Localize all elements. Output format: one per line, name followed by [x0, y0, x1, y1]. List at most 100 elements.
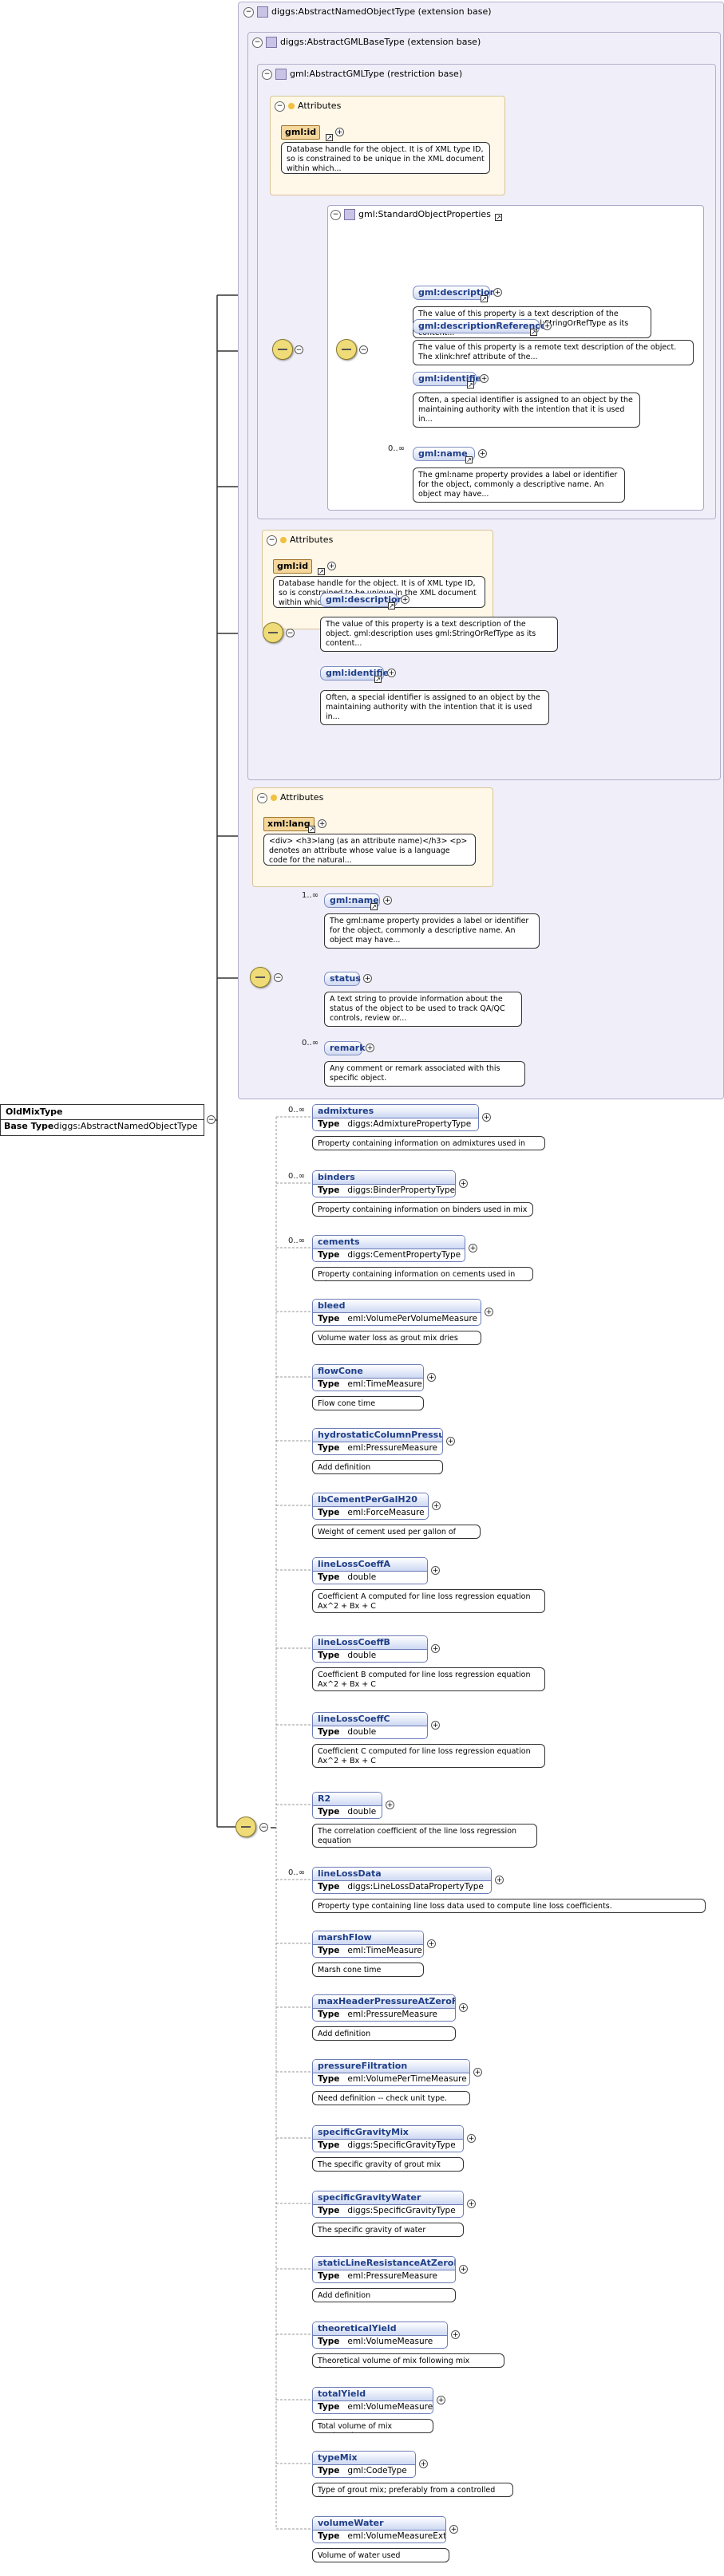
collapse-toggle[interactable]: −: [295, 345, 303, 354]
link-arrow-icon[interactable]: ↗: [370, 903, 378, 910]
expand-toggle-lineLossCoeffC[interactable]: +: [431, 1721, 440, 1730]
property-pill-gml-identifier[interactable]: gml:identifier: [413, 372, 486, 386]
collapse-toggle[interactable]: −: [259, 1823, 268, 1832]
element-staticLineResistanceAtZeroFlow[interactable]: staticLineResistanceAtZeroFlowTypeeml:Pr…: [312, 2256, 456, 2283]
expand-toggle[interactable]: +: [318, 819, 326, 828]
expand-toggle-flowCone[interactable]: +: [427, 1373, 436, 1382]
collapse-toggle[interactable]: −: [267, 535, 277, 546]
expand-toggle-volumeWater[interactable]: +: [449, 2525, 458, 2534]
sequence-compositor-named-object[interactable]: [250, 967, 271, 988]
expand-toggle[interactable]: +: [543, 322, 552, 330]
expand-toggle[interactable]: +: [363, 974, 372, 983]
property-pill-gml-description[interactable]: gml:description: [320, 593, 403, 607]
element-maxHeaderPressureAtZeroFlow[interactable]: maxHeaderPressureAtZeroFlowTypeeml:Press…: [312, 1994, 456, 2022]
expand-toggle-theoreticalYield[interactable]: +: [451, 2330, 460, 2339]
expand-toggle-cements[interactable]: +: [469, 1244, 477, 1252]
expand-toggle-lineLossData[interactable]: +: [495, 1876, 504, 1884]
expand-toggle-staticLineResistanceAtZeroFlow[interactable]: +: [459, 2265, 468, 2274]
property-pill-status[interactable]: status: [324, 972, 361, 986]
collapse-toggle[interactable]: −: [252, 37, 263, 48]
link-arrow-icon[interactable]: ↗: [530, 329, 537, 336]
link-arrow-icon[interactable]: ↗: [388, 602, 395, 609]
expand-toggle-admixtures[interactable]: +: [482, 1113, 491, 1122]
collapse-toggle[interactable]: −: [274, 973, 283, 982]
expand-toggle-R2[interactable]: +: [386, 1801, 394, 1809]
property-pill-remark[interactable]: remark: [324, 1041, 366, 1055]
property-pill-gml-name[interactable]: gml:name: [324, 894, 380, 908]
sequence-compositor-gml-type[interactable]: [272, 339, 293, 360]
expand-toggle-maxHeaderPressureAtZeroFlow[interactable]: +: [459, 2003, 468, 2012]
property-pill-gml-identifier[interactable]: gml:identifier: [320, 666, 394, 680]
attribute-tag[interactable]: gml:id: [281, 125, 321, 140]
property-pill-gml-name[interactable]: gml:name: [413, 447, 475, 461]
link-arrow-icon[interactable]: ↗: [374, 676, 382, 683]
expand-toggle[interactable]: +: [327, 562, 336, 570]
collapse-toggle[interactable]: −: [275, 101, 285, 112]
expand-toggle[interactable]: +: [335, 128, 344, 136]
expand-toggle[interactable]: +: [366, 1043, 374, 1052]
sequence-compositor-gml-base[interactable]: [263, 622, 283, 643]
complex-type-icon: [257, 6, 268, 18]
collapse-toggle[interactable]: −: [359, 345, 368, 354]
link-arrow-icon[interactable]: ↗: [326, 134, 333, 141]
expand-toggle[interactable]: +: [383, 896, 392, 905]
collapse-toggle[interactable]: −: [286, 629, 295, 637]
expand-toggle-marshFlow[interactable]: +: [427, 1939, 436, 1948]
expand-toggle-lineLossCoeffA[interactable]: +: [431, 1566, 440, 1575]
link-arrow-icon[interactable]: ↗: [467, 381, 474, 389]
attribute-tag[interactable]: xml:lang: [263, 817, 315, 831]
sequence-compositor-standard-props[interactable]: [336, 339, 357, 360]
expand-toggle[interactable]: +: [480, 374, 489, 383]
expand-toggle-hydrostaticColumnPressure[interactable]: +: [446, 1437, 455, 1446]
expand-toggle-specificGravityWater[interactable]: +: [467, 2199, 476, 2208]
link-arrow-icon[interactable]: ↗: [465, 456, 473, 464]
link-arrow-icon[interactable]: ↗: [495, 214, 502, 221]
expand-toggle-bleed[interactable]: +: [485, 1308, 493, 1316]
expand-toggle-lbCementPerGalH20[interactable]: +: [432, 1501, 441, 1510]
collapse-toggle[interactable]: −: [243, 6, 254, 18]
expand-toggle-specificGravityMix[interactable]: +: [467, 2134, 476, 2143]
collapse-toggle[interactable]: −: [330, 209, 341, 220]
link-arrow-icon[interactable]: ↗: [318, 568, 325, 575]
link-arrow-icon[interactable]: ↗: [308, 826, 315, 833]
sequence-compositor-main[interactable]: [235, 1817, 256, 1837]
collapse-toggle[interactable]: −: [262, 69, 272, 80]
expand-toggle-typeMix[interactable]: +: [419, 2460, 428, 2468]
attribute-tag[interactable]: gml:id: [273, 559, 313, 574]
element-name: lbCementPerGalH20: [313, 1493, 428, 1506]
collapse-toggle[interactable]: −: [257, 792, 267, 803]
expand-toggle-binders[interactable]: +: [459, 1179, 468, 1188]
expand-toggle[interactable]: +: [493, 288, 502, 297]
expand-toggle-totalYield[interactable]: +: [437, 2396, 445, 2404]
expand-toggle[interactable]: +: [401, 595, 409, 604]
link-arrow-icon[interactable]: ↗: [481, 295, 488, 302]
property-pill-gml-descriptionReference[interactable]: gml:descriptionReference: [413, 319, 546, 333]
expand-toggle-pressureFiltration[interactable]: +: [473, 2068, 482, 2077]
property-pill-gml-description[interactable]: gml:description: [413, 286, 496, 300]
expand-toggle-lineLossCoeffB[interactable]: +: [431, 1644, 440, 1653]
root-toggle[interactable]: −: [207, 1115, 216, 1124]
expand-toggle[interactable]: +: [387, 669, 396, 677]
expand-toggle[interactable]: +: [478, 449, 487, 458]
